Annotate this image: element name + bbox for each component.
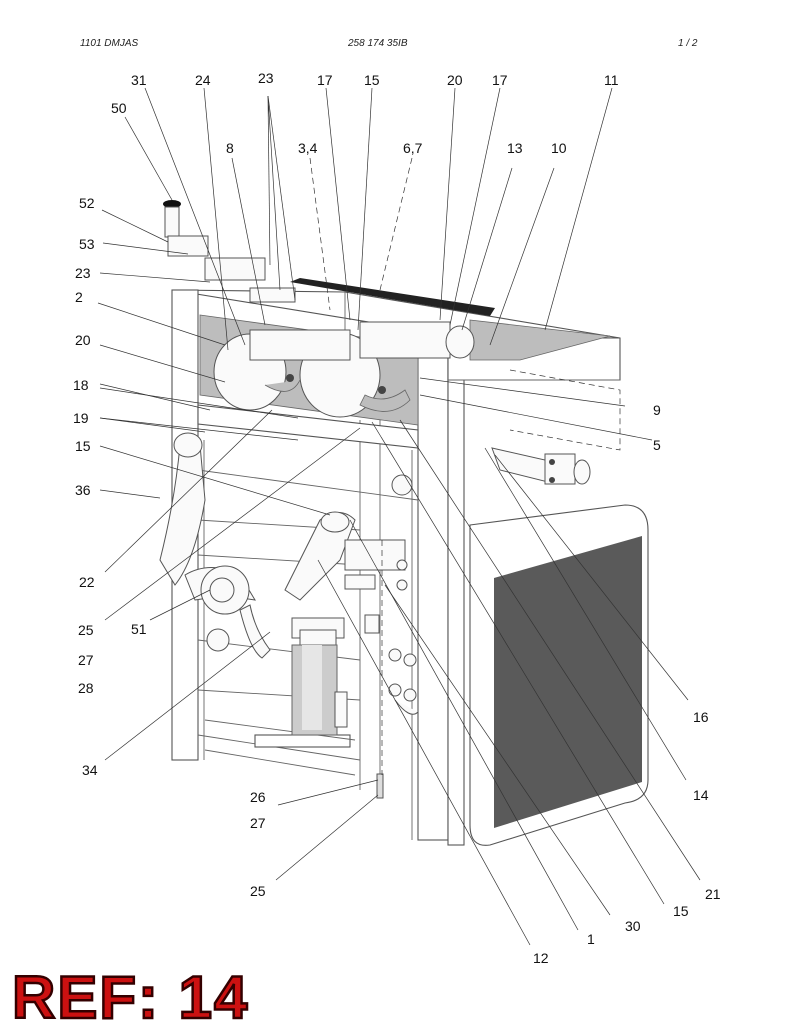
lower-fittings xyxy=(334,648,419,799)
right-outlet-fitting xyxy=(491,447,591,485)
callout-19: 19 xyxy=(73,410,89,426)
callout-3-4: 3,4 xyxy=(298,140,318,156)
callout-13: 13 xyxy=(507,140,523,156)
callout-labels: 31 24 23 17 15 20 17 11 50 8 3,4 6,7 13 … xyxy=(73,70,721,966)
callout-17: 17 xyxy=(492,72,508,88)
callout-28: 28 xyxy=(78,680,94,696)
callout-50: 50 xyxy=(111,100,127,116)
callout-23: 23 xyxy=(258,70,274,86)
document-id: 1101 DMJAS xyxy=(80,38,139,49)
callout-2: 2 xyxy=(75,289,83,305)
callout-21: 21 xyxy=(705,886,721,902)
page-number: 1 / 2 xyxy=(678,38,698,49)
callout-31: 31 xyxy=(131,72,147,88)
part-number: 258 174 35IB xyxy=(348,38,408,49)
callout-36: 36 xyxy=(75,482,91,498)
callout-12: 12 xyxy=(533,950,549,966)
callout-11: 11 xyxy=(604,72,619,88)
callout-25: 25 xyxy=(78,622,94,638)
filter-canister xyxy=(291,617,345,736)
callout-23: 23 xyxy=(75,265,91,281)
callout-8: 8 xyxy=(226,140,234,156)
callout-5: 5 xyxy=(653,437,661,453)
callout-27: 27 xyxy=(250,815,266,831)
callout-25: 25 xyxy=(250,883,266,899)
heat-exchanger-section xyxy=(199,314,475,426)
callout-1: 1 xyxy=(587,931,595,947)
callout-20: 20 xyxy=(75,332,91,348)
callout-18: 18 xyxy=(73,377,89,393)
middle-pipework xyxy=(159,432,413,659)
callout-14: 14 xyxy=(693,787,709,803)
boiler-frame xyxy=(171,289,621,846)
control-panel xyxy=(469,504,649,846)
callout-6-7: 6,7 xyxy=(403,140,423,156)
callout-26: 26 xyxy=(250,789,266,805)
callout-15: 15 xyxy=(75,438,91,454)
callout-24: 24 xyxy=(195,72,211,88)
gasket-strip xyxy=(290,278,495,316)
callout-30: 30 xyxy=(625,918,641,934)
callout-10: 10 xyxy=(551,140,567,156)
callout-22: 22 xyxy=(79,574,95,590)
reference-label: REF: 14 xyxy=(11,964,250,1031)
callout-9: 9 xyxy=(653,402,661,418)
callout-16: 16 xyxy=(693,709,709,725)
callout-17: 17 xyxy=(317,72,333,88)
callout-20: 20 xyxy=(447,72,463,88)
callout-15: 15 xyxy=(673,903,689,919)
callout-51: 51 xyxy=(131,621,147,637)
callout-52: 52 xyxy=(79,195,95,211)
callout-15: 15 xyxy=(364,72,380,88)
leader-lines xyxy=(97,87,701,946)
callout-34: 34 xyxy=(82,762,98,778)
callout-53: 53 xyxy=(79,236,95,252)
callout-27: 27 xyxy=(78,652,94,668)
